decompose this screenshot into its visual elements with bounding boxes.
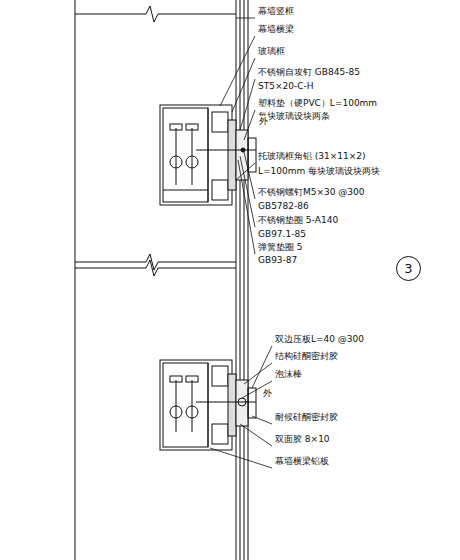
callout-label: 弹簧垫圈 5	[257, 242, 304, 253]
section-number-circle: 3	[396, 256, 421, 281]
callout-label: GB97.1-85	[257, 229, 307, 240]
callout-label: GB93-87	[257, 255, 298, 266]
callout-label: 外	[258, 116, 269, 127]
callout-label: 幕墙竖框	[257, 6, 295, 17]
callout-label: 双面胶 8×10	[274, 434, 331, 445]
callout-label: 不锈钢垫圈 5-A140	[257, 215, 339, 226]
section-number: 3	[404, 261, 412, 276]
callout-label: 双边压板L=40 @300	[274, 334, 365, 345]
callout-label: 托玻璃框角铝 (31×11×2)	[257, 151, 367, 162]
callout-label: 结构硅酮密封胶	[274, 351, 339, 362]
callout-label: 幕墙横梁	[257, 24, 295, 35]
callout-label: 幕墙横梁铝板	[274, 456, 330, 467]
callout-label: 耐候硅酮密封胶	[274, 412, 339, 423]
callout-label: 玻璃框	[257, 46, 286, 57]
callout-label: 不锈钢螺钉M5×30 @300	[257, 187, 366, 198]
callout-label: 塑料垫（硬PVC）L=100mm	[257, 98, 378, 109]
callout-label: 泡沫棒	[274, 369, 303, 380]
callout-label: GB5782-86	[257, 201, 310, 212]
callout-label: L=100mm 每块玻璃设块两块	[257, 166, 381, 177]
callout-label: 外	[262, 388, 273, 399]
callout-label: ST5×20-C-H	[257, 81, 314, 92]
callout-label: 不锈钢自攻钉 GB845-85	[257, 67, 361, 78]
